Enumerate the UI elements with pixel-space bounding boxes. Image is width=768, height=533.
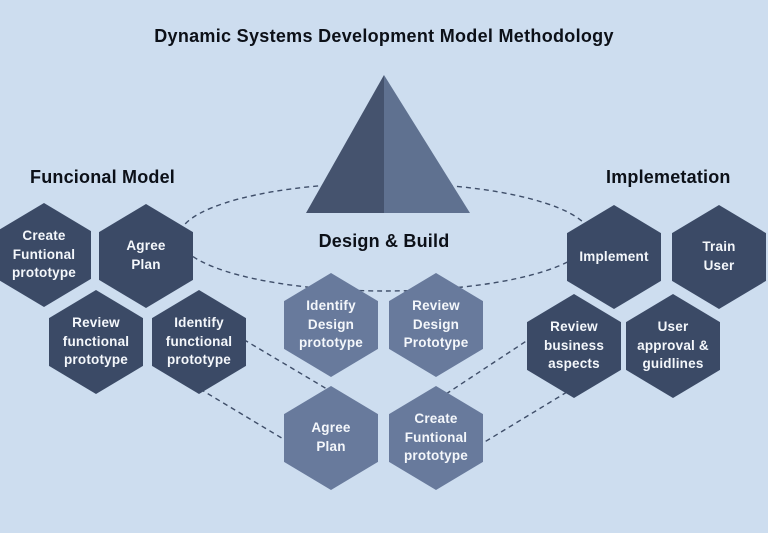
hex-label: Review Design Prototype <box>403 297 469 351</box>
hex-label: Create Funtional prototype <box>11 227 77 281</box>
connector-left-lower <box>199 388 291 444</box>
connector-right-upper <box>445 331 541 395</box>
hex-label: Review functional prototype <box>62 314 130 368</box>
hex-label: Agree Plan <box>126 238 166 272</box>
hex-label: User approval & guidlines <box>637 318 709 372</box>
hex-label: Agree Plan <box>311 420 351 454</box>
page-title: Dynamic Systems Development Model Method… <box>154 26 614 46</box>
pyramid-right-face <box>384 75 470 213</box>
section-heading-implementation: Implemetation <box>606 167 731 187</box>
section-heading-functional-model: Funcional Model <box>30 167 175 187</box>
hex-label: Review business aspects <box>543 318 605 372</box>
section-heading-design-build: Design & Build <box>318 231 450 251</box>
hex-label: Train User <box>702 239 736 273</box>
pyramid-icon <box>306 75 470 213</box>
hex-label: Identify Design prototype <box>298 297 364 351</box>
hex-label: Identify functional prototype <box>165 314 233 368</box>
pyramid-left-face <box>306 75 384 213</box>
connector-left-upper <box>235 334 333 393</box>
connector-right-lower <box>477 391 568 447</box>
hex-label: Implement <box>579 248 649 264</box>
hex-label: Create Funtional prototype <box>403 410 469 464</box>
